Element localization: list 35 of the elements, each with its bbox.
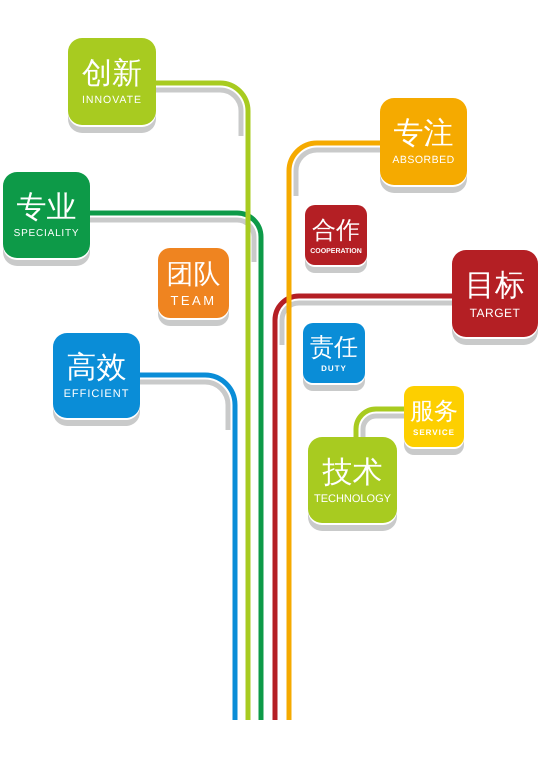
- keyword-tile: [68, 38, 156, 133]
- tile-subtitle: TEAM: [170, 294, 217, 307]
- branch-line: [354, 406, 404, 437]
- tile-title: 高效: [66, 353, 126, 383]
- tile-title: 专注: [394, 119, 454, 150]
- keyword-tile: [3, 172, 90, 266]
- tile-title: 团队: [166, 261, 220, 288]
- keyword-tile: [452, 250, 538, 345]
- branch-line: [156, 80, 250, 720]
- branch-line: [286, 140, 380, 720]
- tile-title: 服务: [410, 398, 458, 422]
- keyword-tile: [305, 205, 367, 273]
- tile-title: 专业: [16, 193, 76, 223]
- tile-title: 目标: [465, 270, 525, 300]
- tile-subtitle: SPECIALITY: [14, 229, 80, 239]
- tile-subtitle: ABSORBED: [392, 155, 455, 166]
- tile-subtitle: DUTY: [321, 365, 347, 373]
- keyword-tile: [158, 248, 229, 326]
- tile-title: 责任: [310, 335, 358, 359]
- tile-title: 创新: [82, 59, 142, 90]
- tile-subtitle: INNOVATE: [82, 95, 142, 106]
- tile-title: 合作: [312, 218, 360, 242]
- tile-subtitle: EFFICIENT: [64, 389, 130, 400]
- tile-subtitle: TECHNOLOGY: [314, 494, 391, 504]
- tile-title: 技术: [322, 458, 382, 488]
- branch-line: [90, 210, 264, 720]
- keyword-tile: [308, 437, 397, 531]
- keyword-tile: [380, 98, 467, 193]
- tile-subtitle: TARGET: [470, 306, 520, 318]
- tile-subtitle: SERVICE: [413, 428, 455, 436]
- keyword-tile: [303, 323, 365, 391]
- keyword-tile: [404, 386, 464, 455]
- branch-line: [140, 372, 238, 720]
- branch-line: [272, 294, 452, 720]
- keyword-tile: [53, 333, 140, 426]
